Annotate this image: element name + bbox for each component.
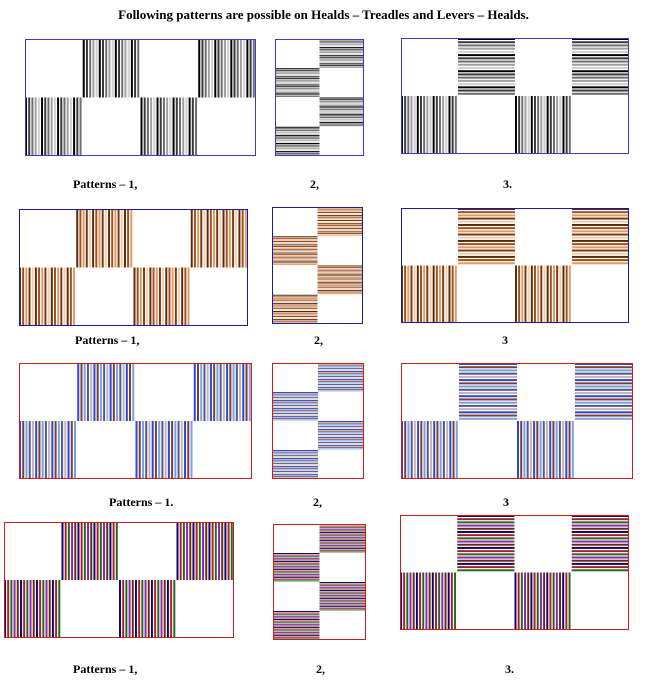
pattern-1-row-4 [4, 522, 234, 638]
pattern-2-row-4 [273, 524, 366, 640]
caption-pattern-3-row-3: 3 [503, 495, 509, 509]
caption-pattern-1-row-3: Patterns – 1. [109, 495, 174, 509]
caption-pattern-2-row-1: 2, [310, 177, 319, 191]
pattern-1-row-3 [19, 363, 252, 479]
caption-pattern-2-row-3: 2, [313, 495, 322, 509]
caption-pattern-2-row-2: 2, [314, 333, 323, 347]
caption-pattern-1-row-2: Patterns – 1, [75, 333, 140, 347]
pattern-3-row-2 [401, 208, 629, 323]
pattern-2-row-3 [272, 363, 364, 479]
caption-pattern-2-row-4: 2, [316, 662, 325, 676]
pattern-3-row-4 [400, 515, 629, 630]
pattern-1-row-1 [25, 39, 256, 156]
pattern-1-row-2 [19, 209, 248, 326]
caption-pattern-3-row-1: 3. [503, 177, 512, 191]
pattern-3-row-3 [401, 363, 633, 479]
pattern-2-row-1 [275, 39, 364, 156]
caption-pattern-3-row-2: 3 [502, 333, 508, 347]
caption-pattern-1-row-4: Patterns – 1, [73, 662, 138, 676]
caption-pattern-3-row-4: 3. [505, 662, 514, 676]
page-title: Following patterns are possible on Heald… [118, 7, 529, 22]
caption-pattern-1-row-1: Patterns – 1, [73, 177, 138, 191]
pattern-3-row-1 [401, 38, 629, 154]
pattern-2-row-2 [272, 207, 363, 324]
